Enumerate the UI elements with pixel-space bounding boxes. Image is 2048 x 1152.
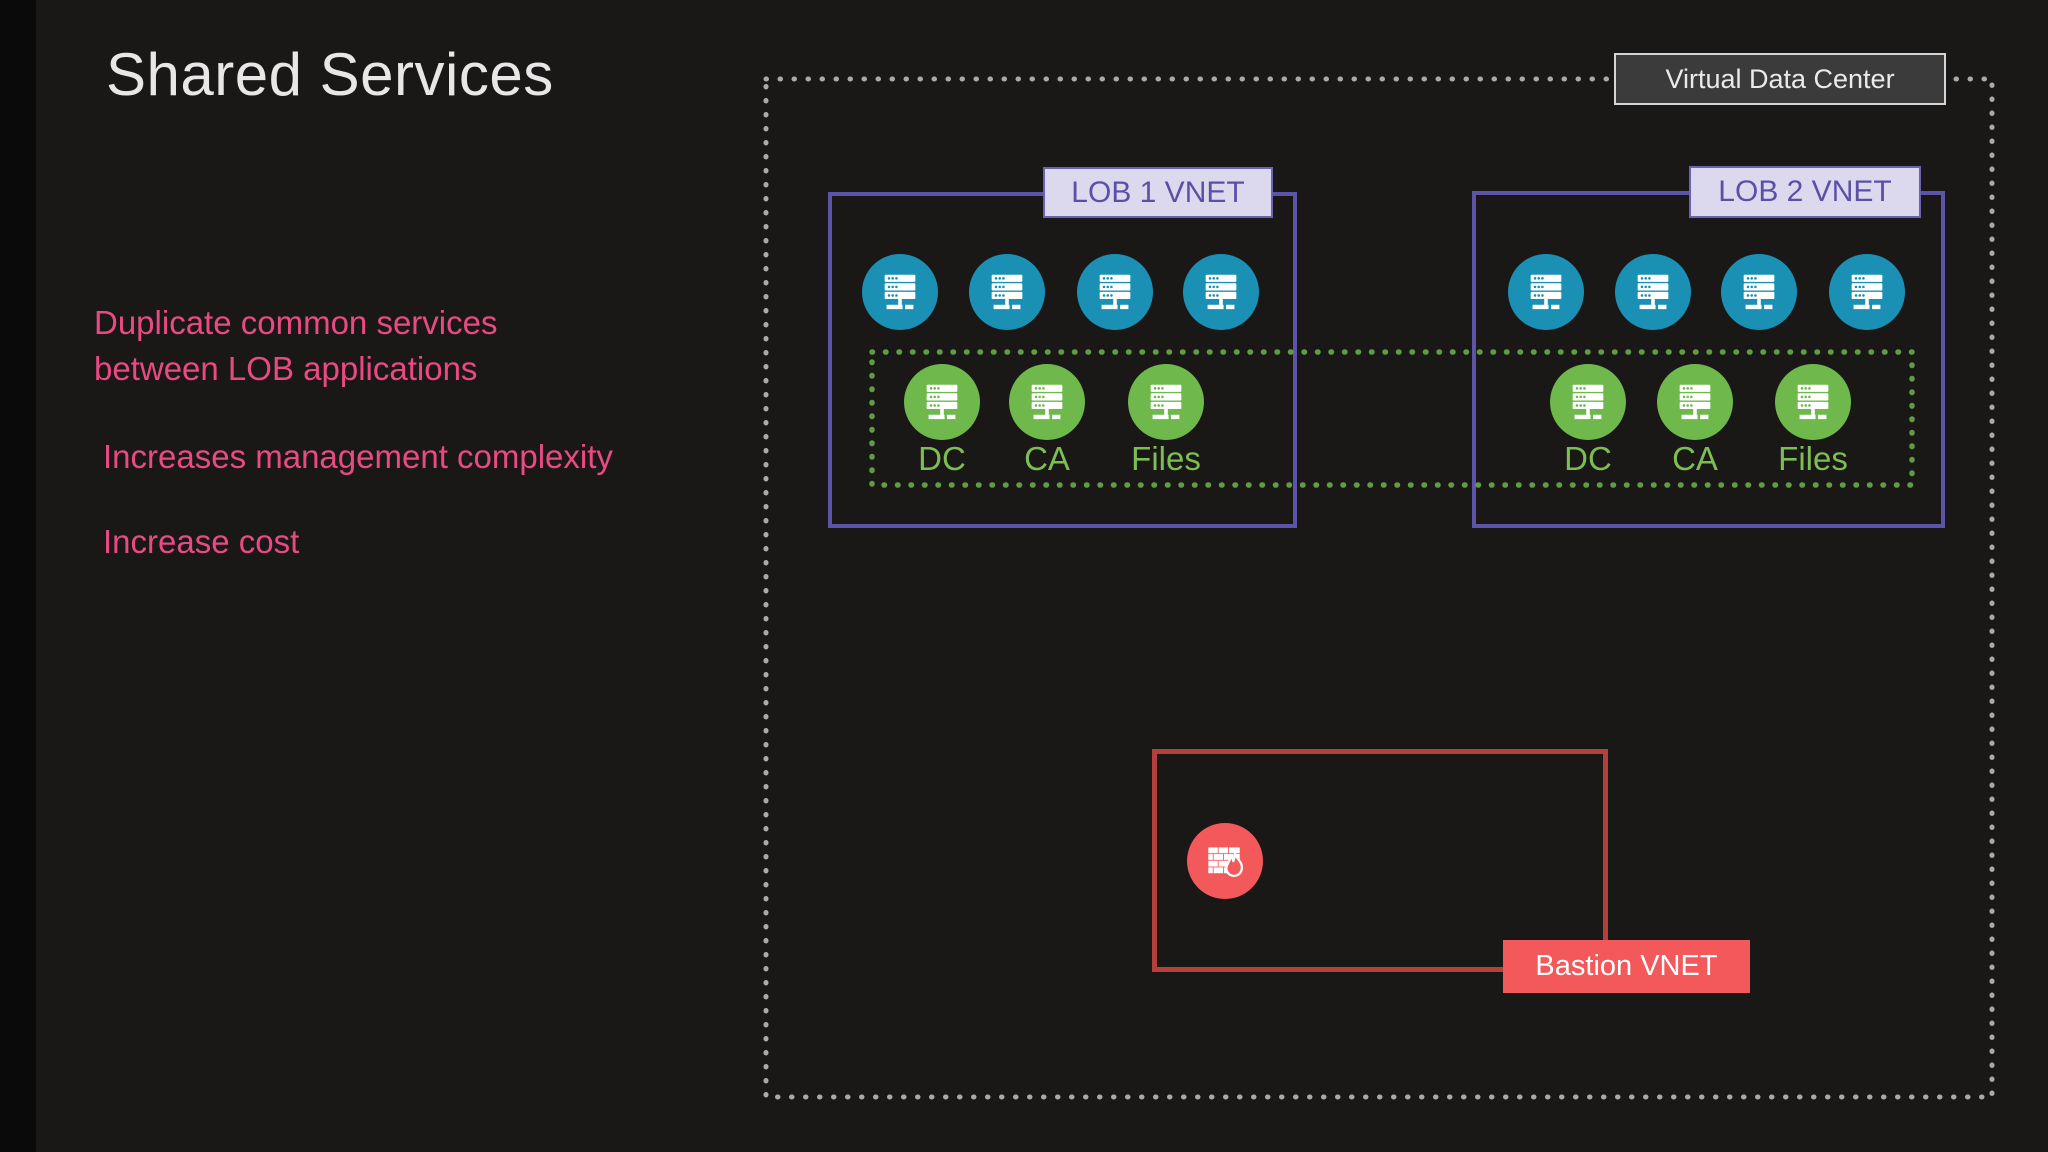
note-line: between LOB applications [94,350,478,387]
shared-service-server-icon [1775,364,1851,440]
note-line: Duplicate common services [94,304,498,341]
bastion-vnet-label: Bastion VNET [1503,940,1750,993]
shared-service-server-icon [1128,364,1204,440]
lob1-vnet-label: LOB 1 VNET [1043,167,1273,218]
vm-server-icon [1615,254,1691,330]
service-label-files: Files [1131,440,1201,477]
vm-server-icon [1077,254,1153,330]
vm-server-icon [1721,254,1797,330]
shared-service-server-icon [1009,364,1085,440]
letterbox-strip [0,0,36,1152]
vm-server-icon [969,254,1045,330]
vm-server-icon [1508,254,1584,330]
lob2-vnet-label: LOB 2 VNET [1689,166,1921,218]
note-increase-cost: Increase cost [103,523,300,560]
slide-title: Shared Services [106,41,554,108]
firewall-icon [1187,823,1263,899]
service-label-files: Files [1778,440,1848,477]
shared-service-server-icon [1657,364,1733,440]
note-duplicate-services: Duplicate common services between LOB ap… [94,300,497,392]
shared-service-server-icon [904,364,980,440]
vdc-label: Virtual Data Center [1614,53,1946,105]
vm-server-icon [1829,254,1905,330]
vm-server-icon [862,254,938,330]
note-management-complexity: Increases management complexity [103,438,613,475]
shared-service-server-icon [1550,364,1626,440]
vm-server-icon [1183,254,1259,330]
firewall-brick-flame-glyph [1208,847,1244,877]
